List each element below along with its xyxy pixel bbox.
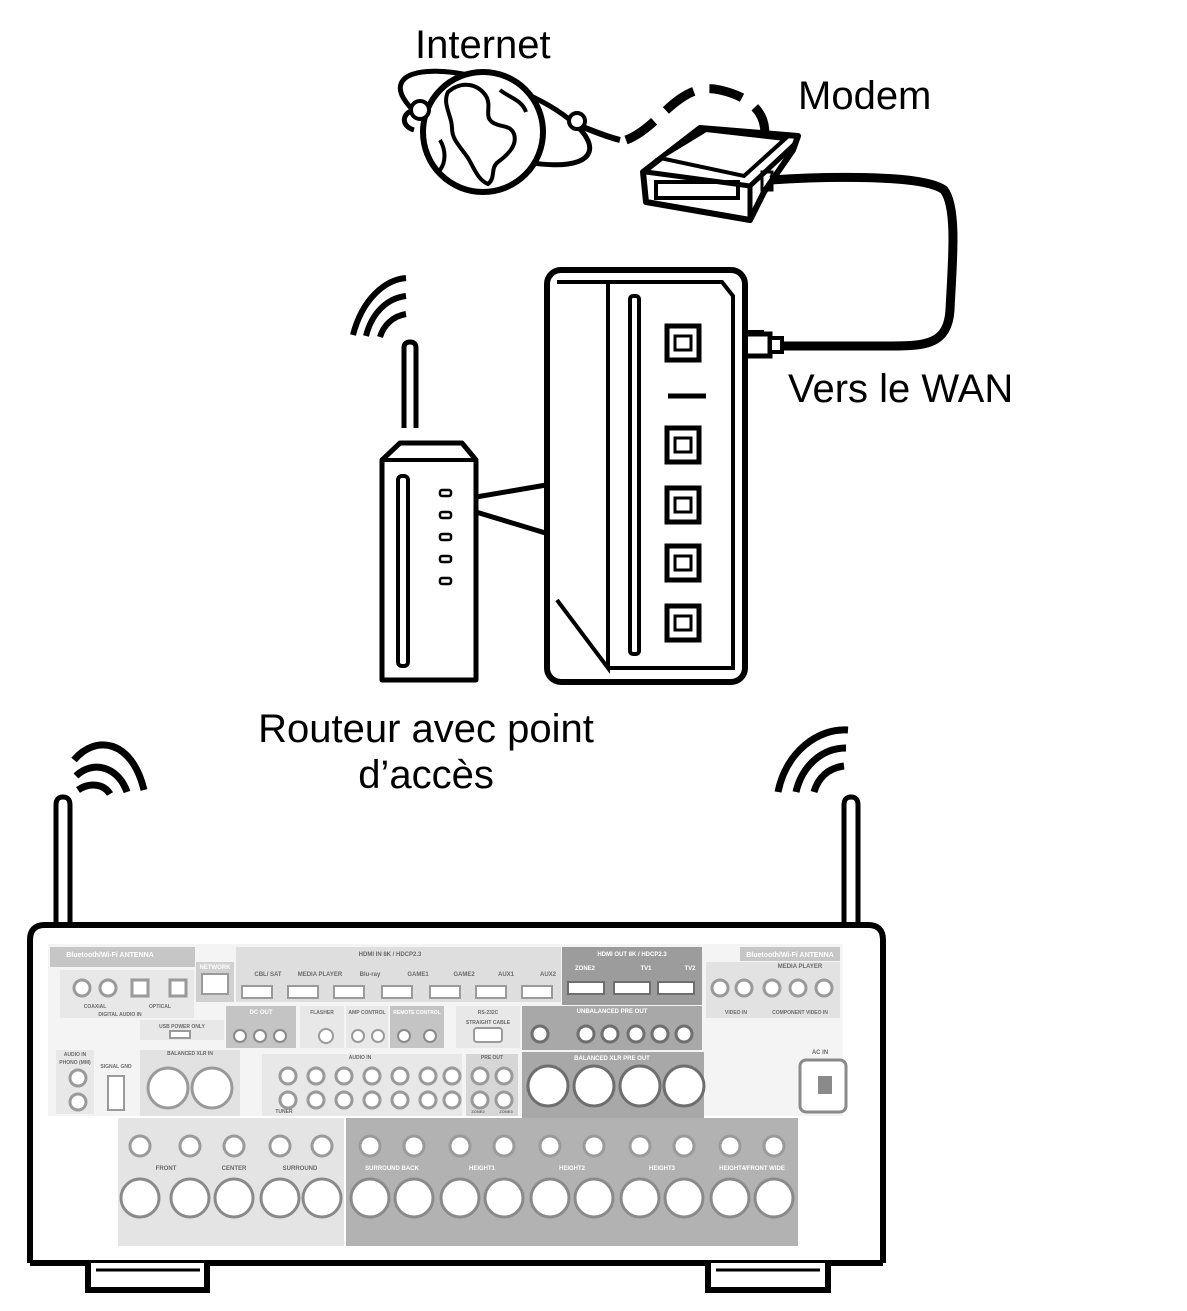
hdmi-in-label-3: Blu-ray <box>360 972 381 978</box>
signal-gnd-label: SIGNAL GND <box>100 1064 132 1070</box>
speaker-label-height4: HEIGHT4/FRONT WIDE <box>719 1166 785 1172</box>
hdmi-in-label-4: GAME1 <box>407 972 429 978</box>
wan-label: Vers le WAN <box>788 367 1014 411</box>
hdmi-out-port-tv1 <box>613 981 651 995</box>
analog-audio-in-jacks <box>278 1066 462 1110</box>
router-icon <box>350 275 479 683</box>
bt-antenna-label-left <box>50 947 195 967</box>
bt-antenna-text-left: Bluetooth/Wi-Fi ANTENNA <box>66 952 154 959</box>
flasher-jack <box>318 1028 334 1044</box>
speaker-binding-posts <box>128 1134 786 1158</box>
speaker-xlr-jacks <box>119 1177 795 1219</box>
straight-cable-label: STRAIGHT CABLE <box>466 1020 511 1026</box>
receiver-antenna-left <box>53 741 148 935</box>
speaker-label-front: FRONT <box>156 1166 177 1172</box>
speaker-label-height2: HEIGHT2 <box>559 1166 586 1172</box>
router-label: Routeur avec point d’accès <box>232 706 620 798</box>
speaker-label-surround-back: SURROUND BACK <box>365 1166 419 1172</box>
remote-control-label: REMOTE CONTROL <box>393 1010 441 1016</box>
unbalanced-pre-out-label: UNBALANCED PRE OUT <box>577 1009 648 1015</box>
hdmi-in-label-5: GAME2 <box>453 972 475 978</box>
hdmi-out-port-zone2 <box>567 981 605 995</box>
pre-out-label: PRE OUT <box>481 1055 503 1061</box>
zoom-callout <box>475 481 553 538</box>
router-label-line2: d’accès <box>358 753 494 797</box>
component-jacks <box>710 978 834 998</box>
digital-audio-jacks <box>72 978 188 998</box>
modem-icon <box>640 125 801 223</box>
media-player-label: MEDIA PLAYER <box>778 964 823 970</box>
balanced-xlr-in-label: BALANCED XLR IN <box>167 1051 213 1057</box>
internet-label: Internet <box>415 23 551 67</box>
wan-port <box>664 323 702 363</box>
unbalanced-pre-out-jacks <box>530 1024 694 1044</box>
speaker-label-height3: HEIGHT3 <box>649 1166 676 1172</box>
receiver-antenna-right <box>774 726 861 935</box>
globe-icon <box>397 68 621 195</box>
speaker-label-center: CENTER <box>222 1166 247 1172</box>
lan-port-3 <box>664 543 702 583</box>
hdmi-in-label-6: AUX1 <box>498 972 515 978</box>
coaxial-label: COAXIAL <box>84 1004 107 1010</box>
lan-port-1 <box>664 425 702 465</box>
hdmi-out-port-tv2 <box>657 981 695 995</box>
usb-port <box>169 1030 191 1039</box>
flasher-label: FLASHER <box>310 1010 334 1016</box>
rs232c-port <box>473 1027 503 1043</box>
hdmi-in-label-2: MEDIA PLAYER <box>298 972 343 978</box>
hdmi-out-label: HDMI OUT 8K / HDCP2.3 <box>597 952 667 958</box>
phono-label: PHONO (MM) <box>59 1060 91 1066</box>
hdmi-out-zone2: ZONE2 <box>575 966 596 972</box>
wan-cable <box>769 172 958 351</box>
speaker-label-height1: HEIGHT1 <box>469 1166 496 1172</box>
router-back-panel <box>544 267 748 685</box>
hdmi-in-label: HDMI IN 8K / HDCP2.3 <box>359 952 422 958</box>
lan-port-4 <box>664 603 702 643</box>
usb-power-label: USB POWER ONLY <box>159 1024 205 1030</box>
amp-control-label: AMP CONTROL <box>348 1010 385 1016</box>
hdmi-out-tv2: TV2 <box>684 966 696 972</box>
router-label-line1: Routeur avec point <box>258 707 594 751</box>
hdmi-in-label-1: CBL/ SAT <box>254 972 282 978</box>
dc-out-label: DC OUT <box>250 1010 273 1016</box>
component-video-label: COMPONENT VIDEO IN <box>772 1010 828 1016</box>
zone2-label: ZONE2 <box>471 1109 485 1114</box>
optical-label: OPTICAL <box>149 1004 171 1010</box>
av-receiver: Bluetooth/Wi-Fi ANTENNA Bluetooth/Wi-Fi … <box>27 922 886 1293</box>
hdmi-out-tv1: TV1 <box>640 966 652 972</box>
hdmi-in-ports <box>241 985 553 999</box>
audio-in-label-left: AUDIO IN <box>64 1052 87 1058</box>
rs232c-label: RS-232C <box>478 1010 499 1016</box>
speaker-label-surround: SURROUND <box>283 1166 318 1172</box>
dc-out-jacks <box>233 1029 287 1043</box>
bt-antenna-label-right <box>740 947 840 961</box>
balanced-xlr-pre-out-jacks <box>526 1064 706 1108</box>
network-port-label: NETWORK <box>200 965 232 971</box>
audio-in-label-main: AUDIO IN <box>349 1055 372 1061</box>
hdmi-in-label-7: AUX2 <box>540 972 557 978</box>
network-port <box>201 973 229 995</box>
internet-link <box>624 84 770 145</box>
ac-in-label: AC IN <box>812 1050 828 1056</box>
zone3-label: ZONE3 <box>499 1109 513 1114</box>
tuner-label: TUNER <box>275 1109 293 1115</box>
signal-gnd-terminal <box>107 1075 125 1111</box>
bt-antenna-text-right: Bluetooth/Wi-Fi ANTENNA <box>746 952 834 959</box>
digital-audio-in-label: DIGITAL AUDIO IN <box>98 1012 142 1018</box>
video-in-label: VIDEO IN <box>725 1010 747 1016</box>
modem-label: Modem <box>798 74 932 118</box>
balanced-xlr-pre-out-label: BALANCED XLR PRE OUT <box>574 1056 650 1062</box>
lan-port-2 <box>664 485 702 525</box>
